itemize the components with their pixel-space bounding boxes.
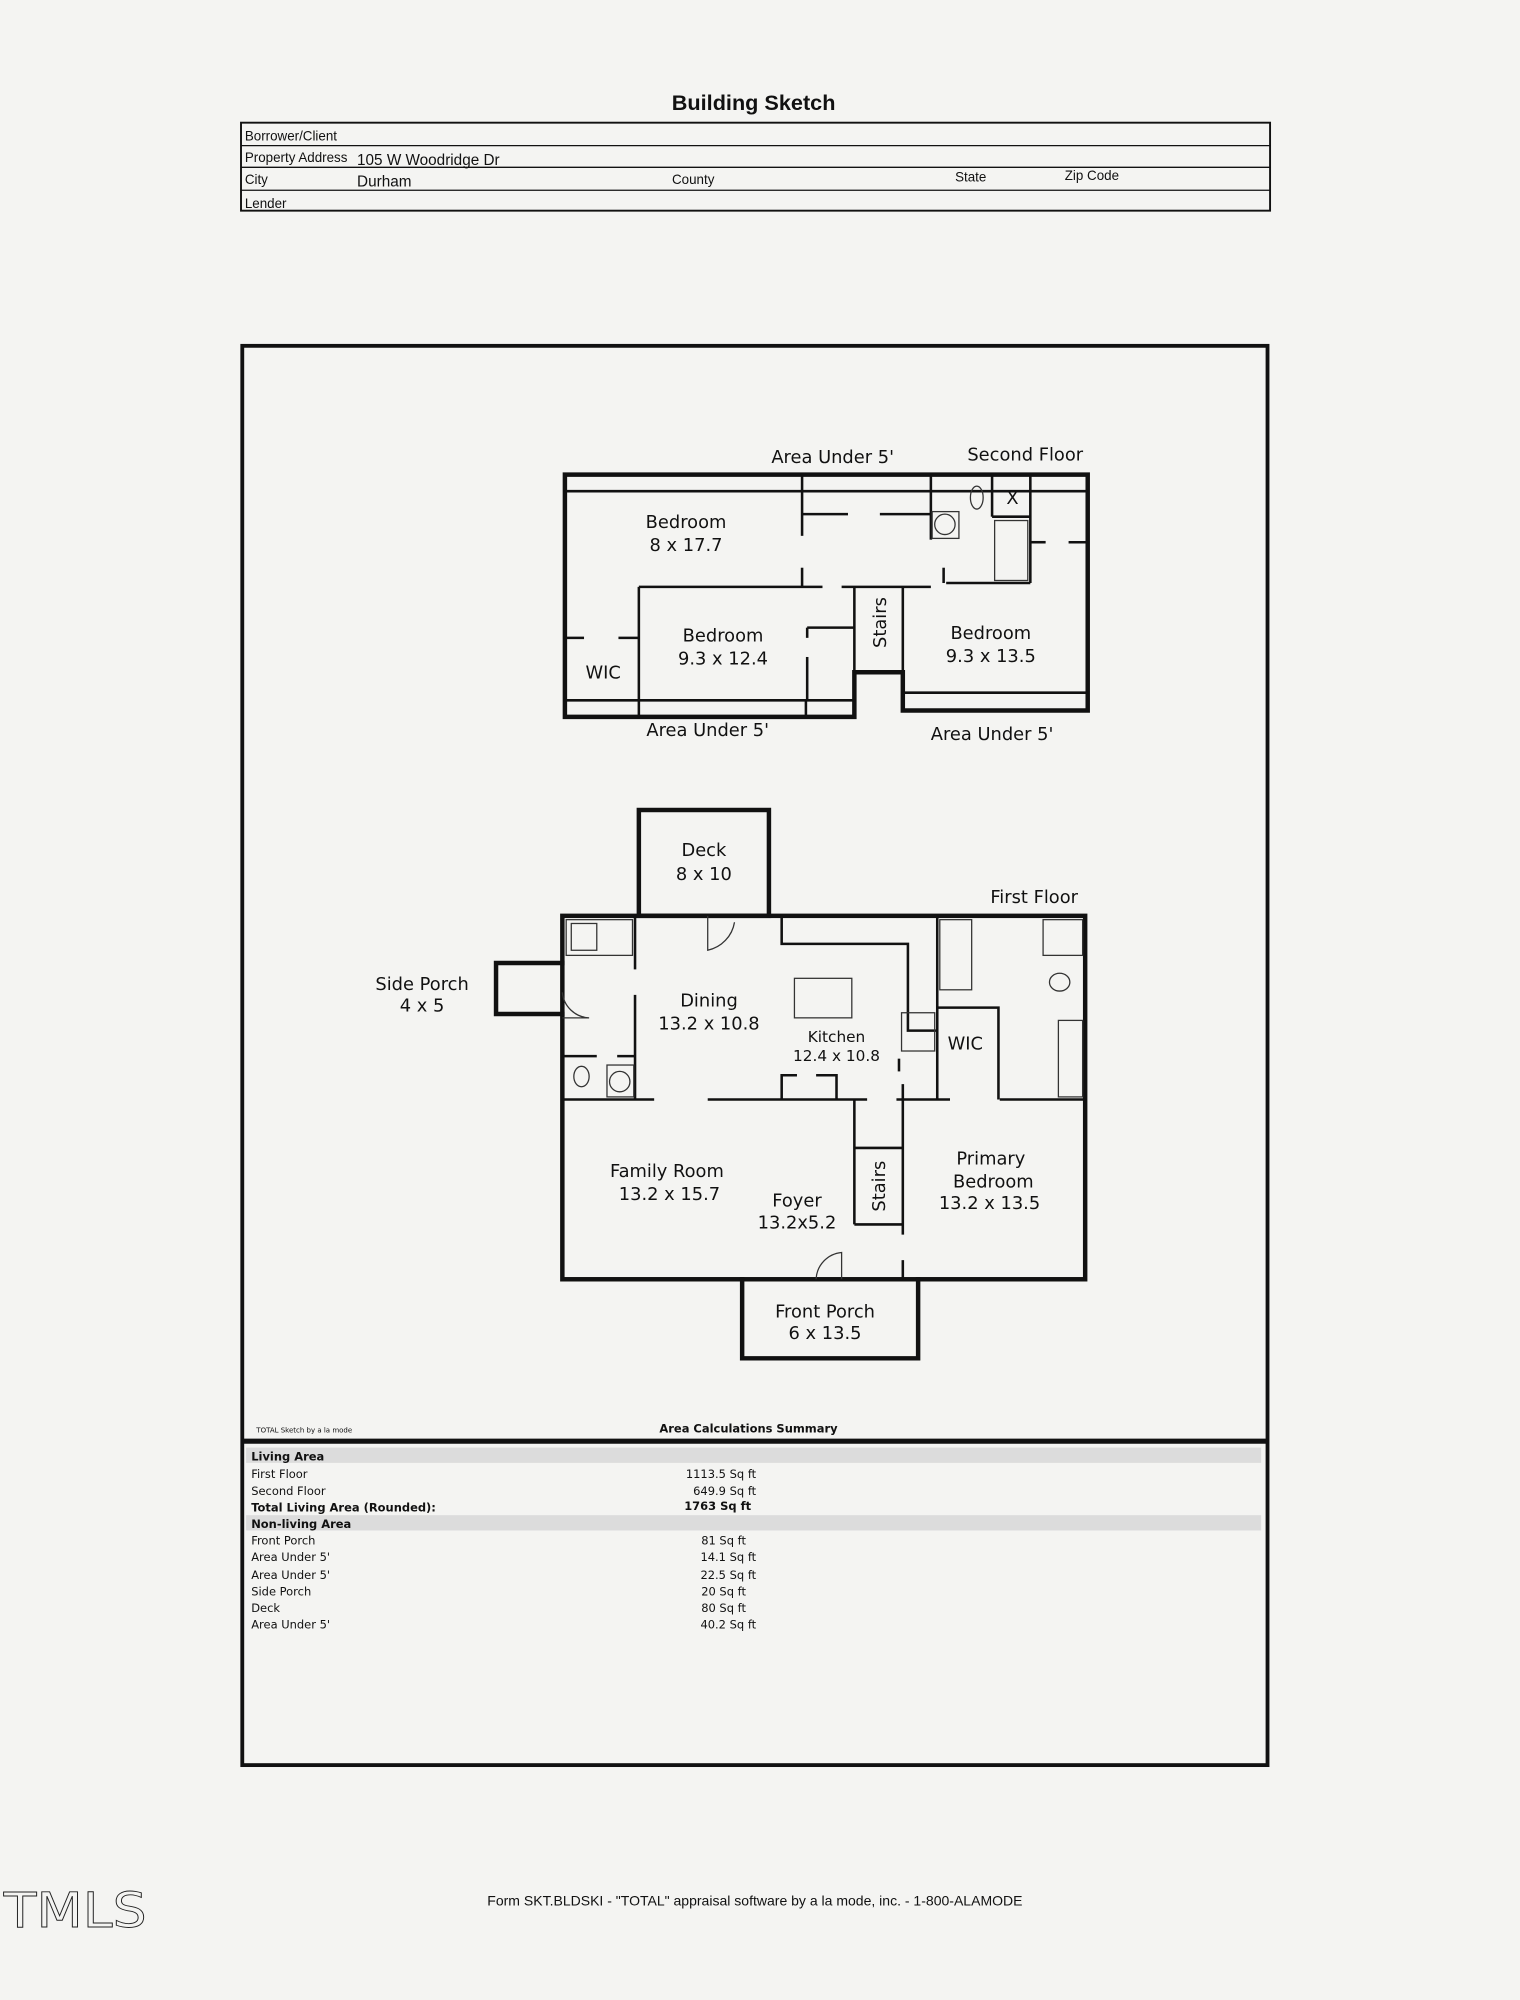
city-value: Durham xyxy=(357,173,411,190)
summary-label: Area Under 5' xyxy=(251,1568,330,1582)
sink-icon xyxy=(606,1064,635,1098)
room-dims: 13.2 x 15.7 xyxy=(619,1184,720,1205)
summary-label: Second Floor xyxy=(251,1484,326,1498)
property-info-table: Borrower/Client Property Address 105 W W… xyxy=(240,121,1272,212)
washer-dryer-icon xyxy=(565,919,634,957)
summary-label: Side Porch xyxy=(251,1585,311,1599)
bathtub-icon xyxy=(993,519,1029,582)
summary-label: First Floor xyxy=(251,1467,308,1481)
summary-value: 20 Sq ft xyxy=(701,1585,746,1599)
door-icon xyxy=(815,1251,843,1280)
room-dims: 13.2x5.2 xyxy=(758,1212,837,1233)
nonliving-area-header: Non-living Area xyxy=(251,1517,351,1531)
page-title: Building Sketch xyxy=(672,90,836,115)
zip-label: Zip Code xyxy=(1065,168,1119,183)
room-name: Bedroom xyxy=(953,1171,1034,1192)
property-address-label: Property Address xyxy=(245,150,348,165)
summary-value: 14.1 Sq ft xyxy=(700,1550,756,1564)
door-icon xyxy=(561,992,590,1019)
room-dims: 8 x 10 xyxy=(676,864,732,885)
toilet-icon xyxy=(573,1065,590,1088)
room-name: WIC xyxy=(948,1034,983,1055)
room-name: Bedroom xyxy=(950,623,1031,644)
room-name: Foyer xyxy=(772,1191,822,1212)
summary-value: 81 Sq ft xyxy=(701,1533,746,1547)
area-calculations-summary: TOTAL Sketch by a la mode Area Calculati… xyxy=(242,1421,1268,1632)
summary-value: 40.2 Sq ft xyxy=(700,1618,756,1632)
first-floor-plan: Deck 8 x 10 First Floor Side Porch 4 x 5… xyxy=(375,807,1088,1361)
second-floor-plan: X Area Under 5' Second Floor Bedroom 8 x… xyxy=(562,445,1090,745)
room-name: Kitchen xyxy=(808,1028,866,1046)
room-name: Bedroom xyxy=(646,512,727,533)
sink-icon xyxy=(931,510,960,540)
first-floor-label: First Floor xyxy=(990,887,1078,908)
room-name: Side Porch xyxy=(375,974,468,995)
lender-label: Lender xyxy=(245,196,287,211)
total-living-label: Total Living Area (Rounded): xyxy=(251,1500,436,1514)
fridge-icon xyxy=(900,1012,936,1052)
summary-value: 649.9 Sq ft xyxy=(693,1484,757,1498)
summary-label: Deck xyxy=(251,1601,280,1615)
summary-title: Area Calculations Summary xyxy=(659,1421,838,1435)
kitchen-island xyxy=(793,977,853,1019)
room-dims: 6 x 13.5 xyxy=(789,1323,862,1344)
room-dims: 13.2 x 13.5 xyxy=(939,1193,1040,1214)
room-name: Dining xyxy=(680,990,738,1011)
room-name: Deck xyxy=(681,840,727,861)
sketch-frame xyxy=(240,343,1270,1768)
room-dims: 12.4 x 10.8 xyxy=(793,1047,880,1065)
summary-label: Area Under 5' xyxy=(251,1618,330,1632)
room-dims: 13.2 x 10.8 xyxy=(658,1013,759,1034)
living-area-header: Living Area xyxy=(251,1449,324,1463)
room-name: Family Room xyxy=(610,1161,724,1182)
area-under-label: Area Under 5' xyxy=(931,724,1054,745)
summary-value: 1113.5 Sq ft xyxy=(686,1467,757,1481)
total-living-value: 1763 Sq ft xyxy=(684,1499,751,1513)
area-under-label: Area Under 5' xyxy=(646,720,769,741)
stairs-label: Stairs xyxy=(869,1161,890,1212)
closet-mark: X xyxy=(1006,488,1018,509)
closet-shelf xyxy=(1042,919,1084,957)
room-name: WIC xyxy=(585,663,620,684)
room-name: Front Porch xyxy=(775,1302,875,1323)
toilet-icon xyxy=(1048,972,1071,992)
summary-value: 80 Sq ft xyxy=(701,1601,746,1615)
state-label: State xyxy=(955,169,986,184)
stairs-label: Stairs xyxy=(870,597,891,648)
room-dims: 8 x 17.7 xyxy=(650,535,723,556)
form-footer: Form SKT.BLDSKI - "TOTAL" appraisal soft… xyxy=(487,1892,1022,1908)
bathtub-icon xyxy=(939,919,973,991)
borrower-label: Borrower/Client xyxy=(245,129,337,144)
room-name: Bedroom xyxy=(683,626,764,647)
property-address-value: 105 W Woodridge Dr xyxy=(357,152,500,169)
room-dims: 9.3 x 13.5 xyxy=(946,646,1036,667)
county-label: County xyxy=(672,172,715,187)
summary-label: Area Under 5' xyxy=(251,1550,330,1564)
room-dims: 4 x 5 xyxy=(400,995,445,1016)
tmls-logo: TMLS xyxy=(3,1883,147,1939)
double-vanity-icon xyxy=(1057,1019,1084,1098)
room-name: Primary xyxy=(956,1148,1025,1169)
room-dims: 9.3 x 12.4 xyxy=(678,649,768,670)
summary-value: 22.5 Sq ft xyxy=(700,1568,756,1582)
area-under-label: Area Under 5' xyxy=(771,447,894,468)
toilet-icon xyxy=(969,485,984,510)
door-icon xyxy=(707,915,736,952)
second-floor-label: Second Floor xyxy=(967,445,1083,466)
summary-label: Front Porch xyxy=(251,1533,315,1547)
city-label: City xyxy=(245,172,268,187)
sketch-credit: TOTAL Sketch by a la mode xyxy=(255,1425,352,1434)
